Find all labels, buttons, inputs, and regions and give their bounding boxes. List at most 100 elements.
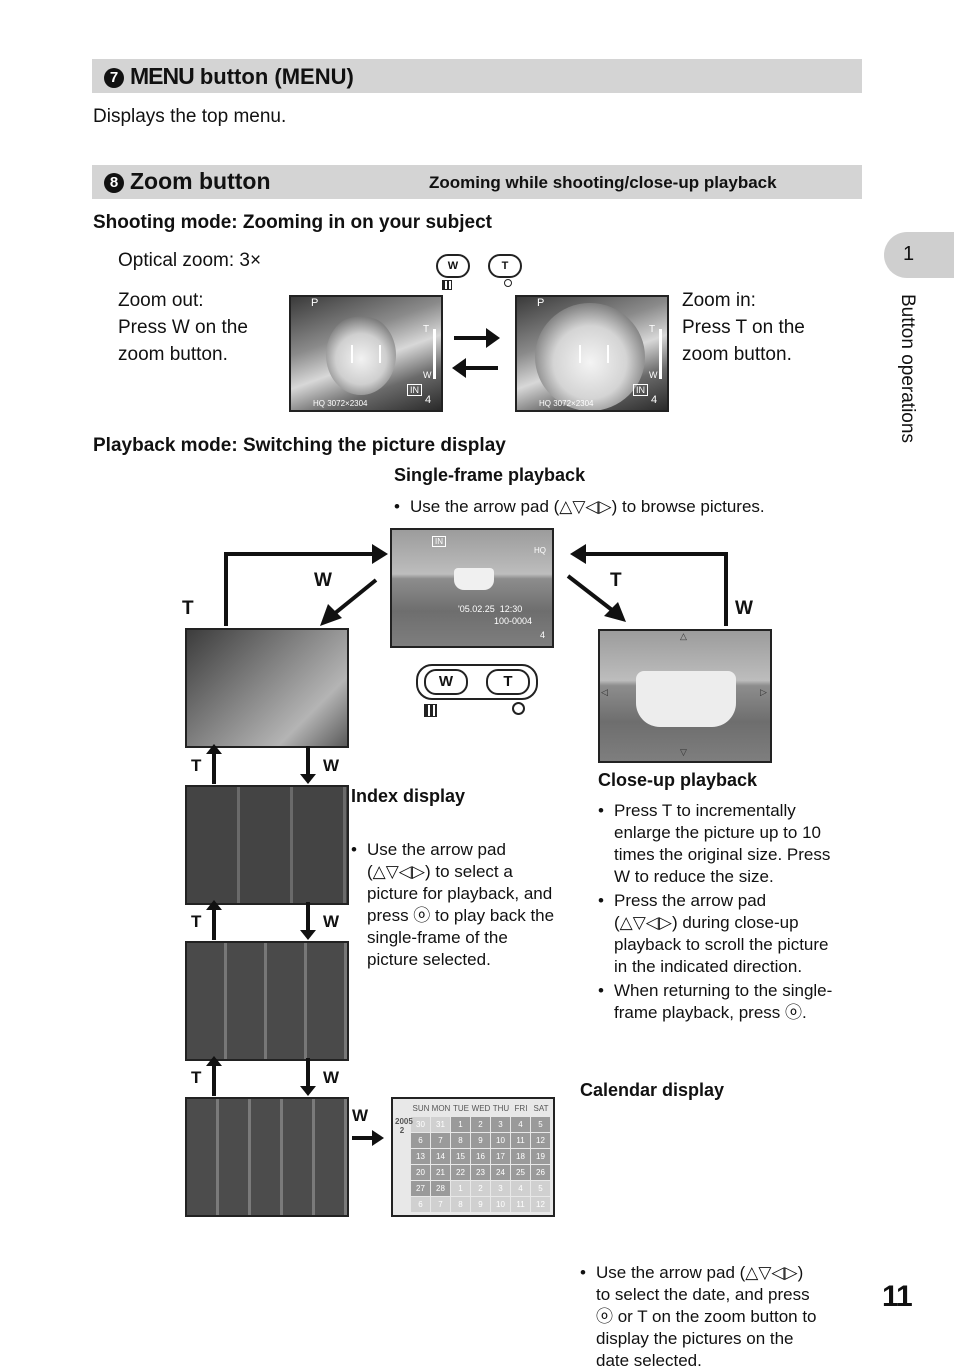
calendar-date[interactable]: 6 [411, 1133, 430, 1148]
cu1-l4: W to reduce the size. [614, 867, 774, 886]
cu1-l3: times the original size. Press [614, 845, 831, 864]
calendar-date[interactable]: 19 [531, 1149, 550, 1164]
calendar-date[interactable]: 14 [431, 1149, 450, 1164]
lcd-in-2: IN [633, 384, 648, 396]
calendar-date[interactable]: 20 [411, 1165, 430, 1180]
calendar-date[interactable]: 24 [491, 1165, 510, 1180]
calendar-date[interactable]: 3 [491, 1181, 510, 1196]
calendar-date[interactable]: 5 [531, 1181, 550, 1196]
calendar-date[interactable]: 30 [411, 1117, 430, 1132]
arrow-left-icon: ◁ [601, 687, 608, 697]
calendar-date[interactable]: 28 [431, 1181, 450, 1196]
t-key-small: T [488, 254, 522, 278]
cu3-l2: frame playback, press ⓞ. [614, 1003, 807, 1022]
cu2-l3: playback to scroll the picture [614, 935, 829, 954]
single-text: Use the arrow pad (△▽◁▷) to browse pictu… [394, 496, 954, 518]
arrow-up-icon: △ [680, 631, 687, 641]
single-date: '05.02.25 12:30 [458, 604, 523, 614]
calendar-date[interactable]: 10 [491, 1133, 510, 1148]
calendar-date[interactable]: 4 [511, 1181, 530, 1196]
calendar-date[interactable]: 18 [511, 1149, 530, 1164]
calendar-date[interactable]: 7 [431, 1197, 450, 1212]
calendar-date[interactable]: 5 [531, 1117, 550, 1132]
calendar-day-header: FRI [514, 1104, 528, 1113]
zoom-in-line3: zoom button. [682, 344, 792, 365]
t-key-large-label: T [503, 673, 513, 690]
calendar-date[interactable]: 27 [411, 1181, 430, 1196]
calendar-date[interactable]: 11 [511, 1133, 530, 1148]
face-shape-zoomed [535, 303, 645, 410]
calendar-date[interactable]: 2 [471, 1181, 490, 1196]
calendar-date[interactable]: 8 [451, 1197, 470, 1212]
calendar-day-header: WED [471, 1104, 491, 1113]
calendar-title: Calendar display [580, 1080, 725, 1100]
w-key-large-label: W [438, 673, 454, 690]
calendar-date[interactable]: 26 [531, 1165, 550, 1180]
calendar-date[interactable]: 9 [471, 1133, 490, 1148]
lcd-count: 4 [425, 394, 432, 406]
boat-shape [454, 568, 494, 590]
cal-line3: ⓞ or T on the zoom button to [596, 1307, 817, 1326]
calendar-date[interactable]: 23 [471, 1165, 490, 1180]
calendar-date[interactable]: 6 [411, 1197, 430, 1212]
lcd-info-2: HQ 3072×2304 [539, 399, 594, 408]
single-in: IN [432, 536, 446, 547]
calendar-date[interactable]: 4 [511, 1117, 530, 1132]
w-key-label: W [447, 260, 459, 272]
cal-line1: Use the arrow pad (△▽◁▷) [596, 1263, 804, 1282]
cu1-l1: Press T to incrementally [614, 801, 796, 820]
calendar-date[interactable]: 22 [451, 1165, 470, 1180]
calendar-day-header: SUN [412, 1104, 430, 1113]
switch-body [416, 664, 538, 700]
calendar-date[interactable]: 13 [411, 1149, 430, 1164]
calendar-date[interactable]: 11 [511, 1197, 530, 1212]
calendar-date[interactable]: 9 [471, 1197, 490, 1212]
lcd-mode-2: P [537, 297, 545, 309]
closeup-bullet-2: Press the arrow pad (△▽◁▷) during close-… [598, 890, 860, 978]
index-line3: picture for playback, and [367, 884, 553, 903]
t-key-large: T [486, 669, 530, 695]
t-label-2: T [191, 912, 202, 931]
calendar-date[interactable]: 1 [451, 1117, 470, 1132]
arrow-right-icon: ▷ [760, 687, 767, 697]
index-9 [185, 785, 349, 905]
calendar-date[interactable]: 17 [491, 1149, 510, 1164]
calendar-date[interactable]: 8 [451, 1133, 470, 1148]
page-number: 11 [882, 1280, 913, 1313]
zoom-in-line2: Press T on the [682, 317, 805, 338]
calendar-date[interactable]: 12 [531, 1133, 550, 1148]
calendar-date[interactable]: 12 [531, 1197, 550, 1212]
w-key-small: W [436, 254, 470, 278]
flow-arrows [224, 544, 728, 626]
calendar-date[interactable]: 16 [471, 1149, 490, 1164]
calendar-date[interactable]: 2 [471, 1117, 490, 1132]
index-line4: press ⓞ to play back the [367, 906, 555, 925]
w-label-2: W [323, 912, 340, 931]
section7-title-rest: button (MENU) [193, 64, 354, 89]
calendar-date[interactable]: 10 [491, 1197, 510, 1212]
calendar-date[interactable]: 15 [451, 1149, 470, 1164]
cal-line5: date selected. [596, 1351, 702, 1370]
calendar-date[interactable]: 31 [431, 1117, 450, 1132]
arrow-down-icon: ▽ [680, 747, 687, 757]
zoom-out-line3: zoom button. [118, 344, 228, 365]
af-frame-2 [579, 345, 609, 363]
calendar-date[interactable]: 7 [431, 1133, 450, 1148]
cu2-l2: (△▽◁▷) during close-up [614, 913, 799, 932]
index-16 [185, 941, 349, 1061]
boat-large [636, 671, 736, 727]
calendar-date[interactable]: 25 [511, 1165, 530, 1180]
calendar-date[interactable]: 3 [491, 1117, 510, 1132]
cu2-l4: in the indicated direction. [614, 957, 803, 976]
calendar-date[interactable]: 1 [451, 1181, 470, 1196]
w-label-cal: W [352, 1106, 369, 1125]
w-label-3: W [323, 1068, 340, 1087]
lcd-t: T [423, 324, 430, 335]
index-arrows [206, 744, 316, 1096]
closeup-bullet-1: Press T to incrementally enlarge the pic… [598, 800, 860, 888]
closeup-list: Press T to incrementally enlarge the pic… [598, 800, 860, 1024]
label-w-right: W [735, 598, 753, 619]
calendar-date[interactable]: 21 [431, 1165, 450, 1180]
section7-bar [92, 59, 862, 93]
